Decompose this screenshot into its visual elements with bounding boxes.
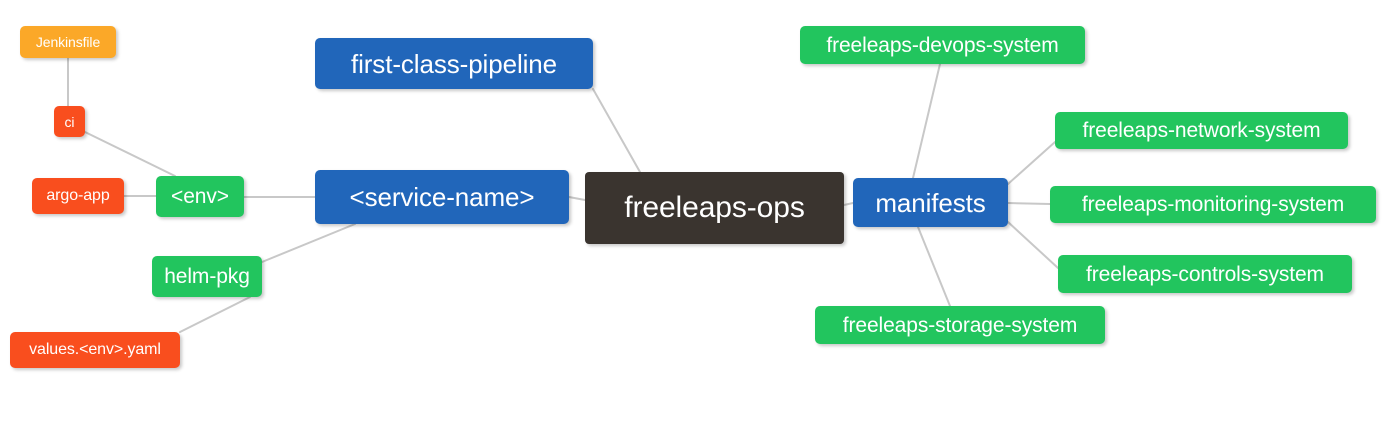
- root-node-freeleaps-ops[interactable]: freeleaps-ops: [585, 172, 844, 244]
- node-freeleaps-devops-system[interactable]: freeleaps-devops-system: [800, 26, 1085, 64]
- node-helm-pkg[interactable]: helm-pkg: [152, 256, 262, 297]
- node-jenkinsfile[interactable]: Jenkinsfile: [20, 26, 116, 58]
- edge-freeleaps-ops-to-manifests: [843, 202, 854, 206]
- node-ci[interactable]: ci: [54, 106, 85, 137]
- edge-manifests-to-freeleaps-monitoring-system: [1007, 202, 1051, 205]
- node-service-name[interactable]: <service-name>: [315, 170, 569, 224]
- node-freeleaps-monitoring-system[interactable]: freeleaps-monitoring-system: [1050, 186, 1376, 223]
- edge-service-name-to-helm-pkg: [261, 223, 356, 263]
- edge-manifests-to-freeleaps-network-system: [1007, 141, 1056, 185]
- node-freeleaps-storage-system[interactable]: freeleaps-storage-system: [815, 306, 1105, 344]
- edge-manifests-to-freeleaps-devops-system: [912, 63, 941, 179]
- edge-freeleaps-ops-to-service-name: [568, 196, 586, 201]
- edge-manifests-to-freeleaps-controls-system: [1007, 221, 1059, 269]
- node-first-class-pipeline[interactable]: first-class-pipeline: [315, 38, 593, 89]
- node-argo-app[interactable]: argo-app: [32, 178, 124, 214]
- node-freeleaps-network-system[interactable]: freeleaps-network-system: [1055, 112, 1348, 149]
- edge-env-to-ci: [84, 131, 176, 177]
- edge-freeleaps-ops-to-first-class-pipeline: [592, 88, 641, 173]
- node-env[interactable]: <env>: [156, 176, 244, 217]
- node-manifests[interactable]: manifests: [853, 178, 1008, 227]
- node-freeleaps-controls-system[interactable]: freeleaps-controls-system: [1058, 255, 1352, 293]
- edge-manifests-to-freeleaps-storage-system: [917, 226, 951, 307]
- node-values-env-yaml[interactable]: values.<env>.yaml: [10, 332, 180, 368]
- edge-helm-pkg-to-values-env-yaml: [179, 296, 251, 333]
